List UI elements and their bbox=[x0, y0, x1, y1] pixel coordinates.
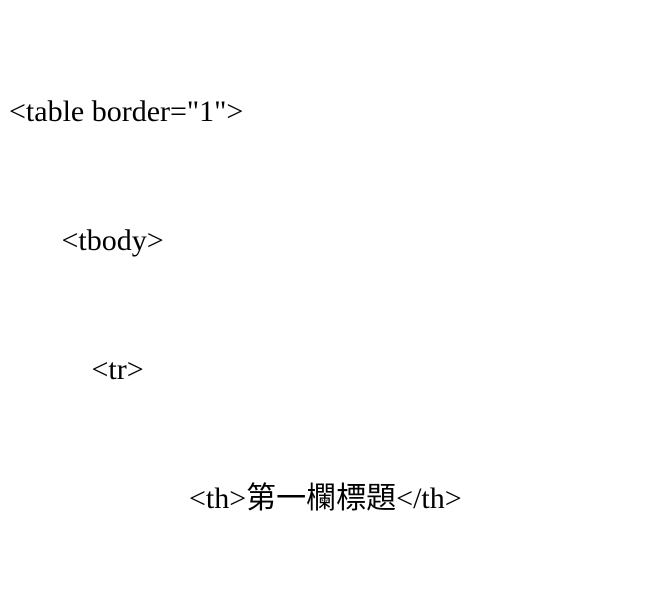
code-line: <th>第一欄標題</th> bbox=[9, 482, 462, 515]
code-line: <table border="1"> bbox=[9, 95, 244, 128]
code-viewer: <table border="1"> <tbody> <tr> <th>第一欄標… bbox=[9, 4, 646, 607]
code-line: <tr> bbox=[9, 353, 144, 386]
code-line: <tbody> bbox=[9, 224, 164, 257]
